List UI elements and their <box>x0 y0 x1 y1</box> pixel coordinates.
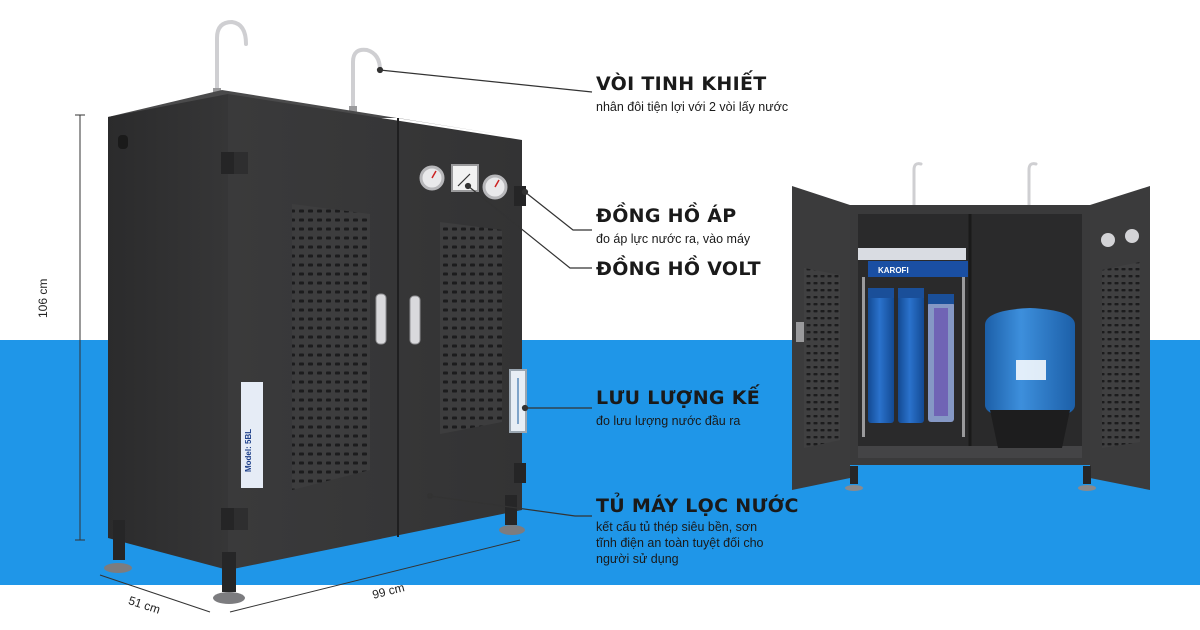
brand-label: KAROFI <box>878 266 909 275</box>
faucet-description: nhân đôi tiện lợi với 2 vòi lấy nước <box>596 100 789 114</box>
cabinet-open: KAROFI <box>792 162 1150 491</box>
volt-meter-icon <box>451 164 479 192</box>
dimension-height-label: 106 cm <box>36 278 50 318</box>
pressure-gauge-description: đo áp lực nước ra, vào máy <box>596 232 751 246</box>
dimension-lines <box>75 114 521 613</box>
volt-meter-title: ĐỒNG HỒ VOLT <box>596 258 761 280</box>
model-sticker <box>241 382 263 488</box>
callout-flow-meter: LƯU LƯỢNG KẾ đo lưu lượng nước đầu ra <box>596 387 760 429</box>
callout-lines <box>376 66 593 517</box>
cabinet-description-line-1: kết cấu tủ thép siêu bền, sơn <box>596 520 758 534</box>
faucet-icon <box>215 19 382 112</box>
cabinet-title: TỦ MÁY LỌC NƯỚC <box>596 495 799 517</box>
callout-volt-meter: ĐỒNG HỒ VOLT <box>596 258 761 280</box>
flow-meter-title: LƯU LƯỢNG KẾ <box>596 387 761 409</box>
flow-meter-description: đo lưu lượng nước đầu ra <box>596 414 741 428</box>
callout-faucet: VÒI TINH KHIẾT nhân đôi tiện lợi với 2 v… <box>596 73 788 115</box>
callout-cabinet: TỦ MÁY LỌC NƯỚC kết cấu tủ thép siêu bền… <box>596 495 799 567</box>
model-label: Model: 5BL <box>244 429 253 472</box>
cabinet-main: Model: 5BL <box>104 19 527 604</box>
callout-pressure-gauge: ĐỒNG HỒ ÁP đo áp lực nước ra, vào máy <box>596 205 750 247</box>
cabinet-description-line-2: tĩnh điện an toàn tuyệt đối cho <box>596 536 764 550</box>
pressure-gauge-title: ĐỒNG HỒ ÁP <box>596 205 737 227</box>
cabinet-description-line-3: người sử dụng <box>596 552 679 566</box>
faucet-title: VÒI TINH KHIẾT <box>596 73 767 95</box>
